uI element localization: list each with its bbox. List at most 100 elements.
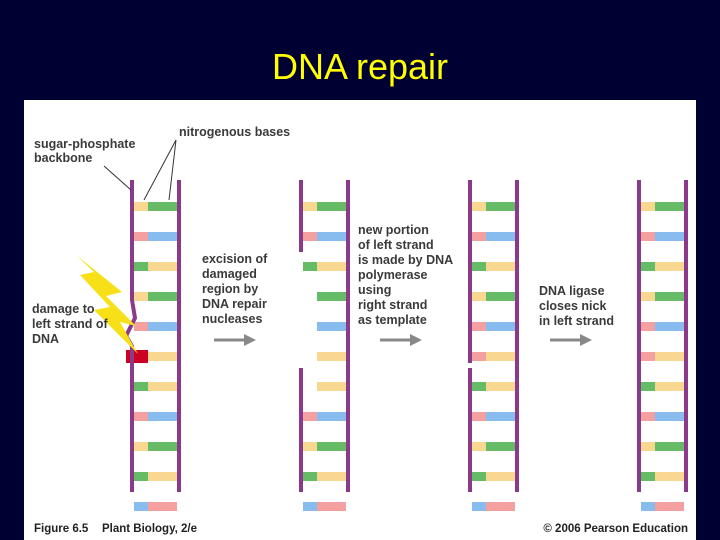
base-left (641, 292, 655, 301)
copyright: © 2006 Pearson Education (543, 523, 688, 535)
base-right (486, 322, 515, 331)
base-left (303, 202, 317, 211)
base-left (641, 262, 655, 271)
base-left (472, 232, 486, 241)
base-right (148, 262, 177, 271)
base-right (655, 382, 684, 391)
process-arrows (214, 334, 592, 346)
base-right (317, 262, 346, 271)
base-left (303, 472, 317, 481)
base-right (655, 202, 684, 211)
base-right (148, 472, 177, 481)
base-right (655, 442, 684, 451)
base-right (486, 442, 515, 451)
base-left (134, 322, 148, 331)
arrow-head-icon (410, 334, 422, 346)
base-right (655, 352, 684, 361)
base-left (641, 472, 655, 481)
base-right (486, 232, 515, 241)
base-right (317, 202, 346, 211)
base-left (303, 502, 317, 511)
base-right (486, 202, 515, 211)
base-right (486, 352, 515, 361)
base-right (148, 442, 177, 451)
base-left (641, 352, 655, 361)
base-right (655, 472, 684, 481)
base-right (148, 202, 177, 211)
base-right (148, 232, 177, 241)
figure-panel: nitrogenous bases sugar-phosphate backbo… (24, 100, 696, 540)
base-right (148, 502, 177, 511)
base-left (641, 442, 655, 451)
base-right (317, 502, 346, 511)
dna-helix-3 (468, 180, 519, 511)
left-backbone-damaged (123, 180, 138, 492)
base-left (472, 412, 486, 421)
base-left (134, 202, 148, 211)
arrow-head-icon (580, 334, 592, 346)
arrow-head-icon (244, 334, 256, 346)
base-right (317, 412, 346, 421)
base-left (472, 442, 486, 451)
base-left (303, 232, 317, 241)
base-left (641, 502, 655, 511)
base-left (303, 412, 317, 421)
base-left (134, 292, 148, 301)
dna-helices (123, 180, 688, 511)
base-right (317, 442, 346, 451)
base-right (317, 232, 346, 241)
base-left (303, 442, 317, 451)
base-right (655, 262, 684, 271)
base-right (486, 472, 515, 481)
dna-helix-1 (123, 180, 181, 511)
excision-step-label: excision of damaged region by DNA repair… (202, 252, 271, 326)
base-left (641, 412, 655, 421)
process-arrow-2 (380, 334, 422, 346)
bases-label: nitrogenous bases (179, 125, 290, 139)
ligase-step-label: DNA ligase closes nick in left strand (539, 284, 614, 328)
process-arrow-3 (550, 334, 592, 346)
base-left (472, 352, 486, 361)
base-left (134, 262, 148, 271)
lightning-bolt-icon (76, 255, 138, 354)
base-right (486, 502, 515, 511)
backbone-label: sugar-phosphate backbone (34, 137, 139, 165)
base-left (303, 262, 317, 271)
base-right (655, 292, 684, 301)
base-right (655, 502, 684, 511)
base-right (317, 322, 346, 331)
base-left (641, 202, 655, 211)
base-left (134, 442, 148, 451)
polymerase-step-label: new portion of left strand is made by DN… (358, 223, 456, 327)
base-left (641, 322, 655, 331)
base-right (148, 412, 177, 421)
base-right (486, 292, 515, 301)
base-right (317, 352, 346, 361)
figure-number: Figure 6.5 (34, 523, 89, 535)
base-left (472, 262, 486, 271)
base-left (134, 232, 148, 241)
base-left (472, 472, 486, 481)
base-left (472, 292, 486, 301)
base-right (148, 322, 177, 331)
base-left (641, 232, 655, 241)
base-left (472, 202, 486, 211)
damage-label: damage to left strand of DNA (32, 302, 111, 346)
base-right (486, 262, 515, 271)
book-title: Plant Biology, 2/e (102, 523, 197, 535)
dna-helix-2 (299, 180, 350, 511)
bases-pointer-2 (168, 139, 177, 201)
damaged-base (126, 350, 148, 363)
base-right (317, 382, 346, 391)
base-left (134, 472, 148, 481)
process-arrow-1 (214, 334, 256, 346)
base-right (317, 472, 346, 481)
base-right (317, 292, 346, 301)
base-left (641, 382, 655, 391)
base-right (148, 382, 177, 391)
base-right (655, 232, 684, 241)
base-left (134, 382, 148, 391)
base-right (486, 382, 515, 391)
base-left (472, 382, 486, 391)
dna-repair-diagram: nitrogenous bases sugar-phosphate backbo… (32, 125, 688, 535)
